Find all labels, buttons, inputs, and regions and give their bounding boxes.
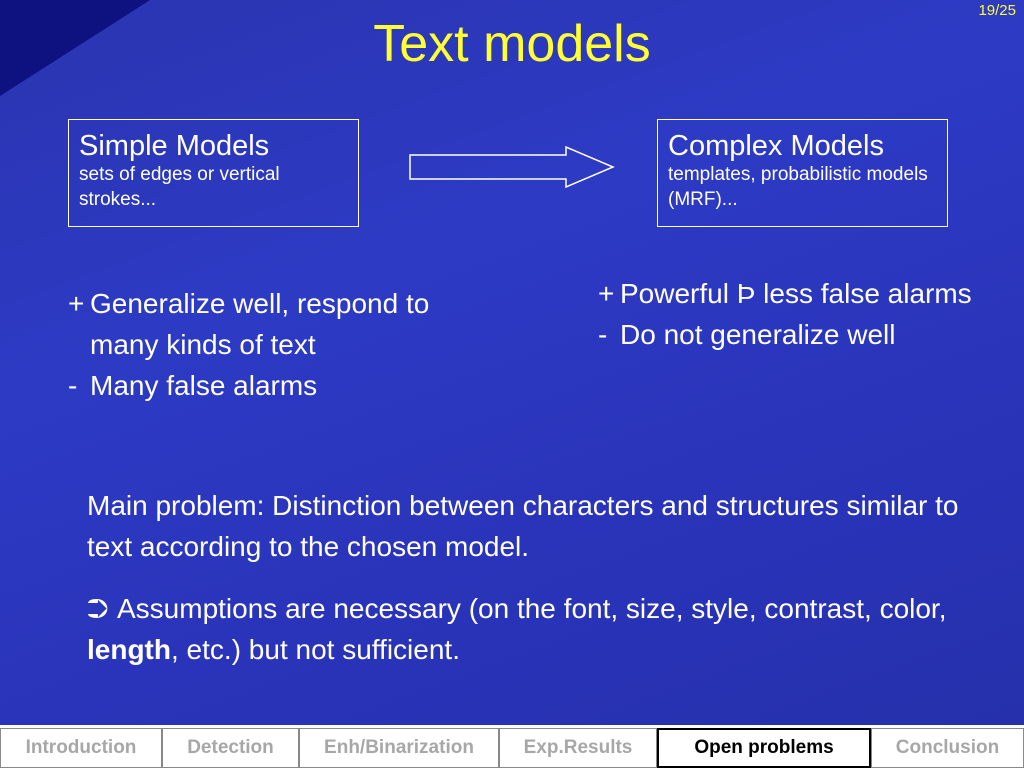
right-arrow-icon bbox=[409, 145, 615, 189]
list-marker: - bbox=[598, 319, 608, 350]
list-marker: - bbox=[68, 370, 78, 401]
nav-tab-exp-results[interactable]: Exp.Results bbox=[499, 728, 657, 768]
simple-models-title: Simple Models bbox=[79, 130, 270, 162]
assumptions-before: Assumptions are necessary (on the font, … bbox=[117, 593, 947, 624]
list-item: + Generalize well, respond to many kinds… bbox=[68, 283, 468, 365]
complex-models-list: + Powerful Þ less false alarms - Do not … bbox=[598, 273, 1018, 355]
simple-models-list: + Generalize well, respond to many kinds… bbox=[68, 283, 468, 406]
nav-tab-enh-binarization[interactable]: Enh/Binarization bbox=[299, 728, 499, 768]
list-marker: + bbox=[68, 288, 85, 319]
list-marker: + bbox=[598, 278, 615, 309]
page-number: 19/25 bbox=[978, 2, 1016, 19]
simple-models-subtitle: sets of edges or vertical strokes... bbox=[79, 164, 280, 210]
complex-models-subtitle: templates, probabilistic models (MRF)... bbox=[668, 164, 928, 210]
list-item: - Many false alarms bbox=[68, 365, 468, 406]
assumptions-bold: length bbox=[87, 634, 171, 665]
implies-arrow-icon: ⮊ bbox=[87, 593, 109, 624]
corner-decoration bbox=[0, 0, 150, 96]
slide-title: Text models bbox=[373, 15, 651, 73]
complex-models-box: Complex Models templates, probabilistic … bbox=[657, 119, 948, 227]
nav-tab-detection[interactable]: Detection bbox=[162, 728, 299, 768]
assumptions-text: ⮊ Assumptions are necessary (on the font,… bbox=[87, 588, 987, 670]
list-item: - Do not generalize well bbox=[598, 314, 1018, 355]
list-item-text: Many false alarms bbox=[90, 370, 318, 401]
list-item-text: Do not generalize well bbox=[620, 319, 896, 350]
main-problem-text: Main problem: Distinction between charac… bbox=[87, 490, 959, 562]
nav-tab-open-problems[interactable]: Open problems bbox=[657, 728, 871, 768]
complex-models-title: Complex Models bbox=[668, 130, 884, 162]
nav-tab-introduction[interactable]: Introduction bbox=[0, 728, 162, 768]
nav-tab-conclusion[interactable]: Conclusion bbox=[871, 728, 1024, 768]
assumptions-after: , etc.) but not sufficient. bbox=[171, 634, 460, 665]
section-nav-bar: Introduction Detection Enh/Binarization … bbox=[0, 725, 1024, 768]
simple-models-box: Simple Models sets of edges or vertical … bbox=[68, 119, 359, 227]
list-item-text: Generalize well, respond to many kinds o… bbox=[90, 288, 430, 360]
list-item: + Powerful Þ less false alarms bbox=[598, 273, 1018, 314]
list-item-text: Powerful Þ less false alarms bbox=[620, 278, 972, 309]
